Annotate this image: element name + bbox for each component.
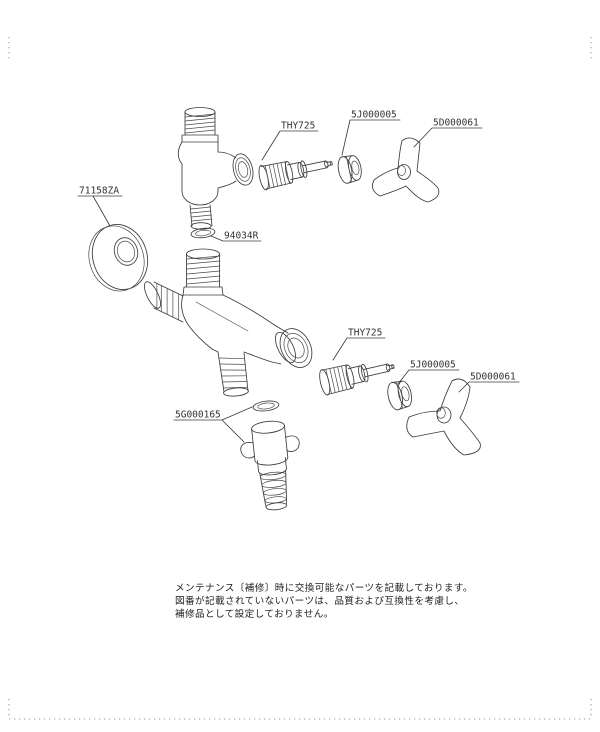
leader-line (77, 195, 123, 227)
part-number-text: THY725 (281, 121, 315, 132)
part-label-94034r: 94034R (210, 231, 262, 242)
part-number-text: 71158ZA (79, 186, 119, 197)
leader-line (173, 406, 253, 443)
leader-line (341, 119, 401, 156)
part-number-text: 94034R (224, 231, 259, 242)
hose-coupling (240, 420, 300, 511)
part-label-5d000061-lower: 5D000061 (458, 372, 520, 393)
part-number-text: THY725 (348, 328, 382, 339)
leader-line (397, 369, 460, 385)
upper-packing-nut (337, 155, 362, 184)
part-label-5g000165: 5G000165 (173, 406, 253, 443)
part-number-text: 5D000061 (470, 372, 516, 383)
upper-spindle-cartridge (258, 160, 333, 191)
part-number-text: 5J000005 (410, 360, 456, 371)
leader-line (458, 381, 520, 393)
leader-line (210, 235, 262, 242)
upper-handle (372, 137, 440, 203)
hose-coupling-washer (252, 400, 280, 412)
part-label-thy725-lower: THY725 (332, 328, 386, 361)
page-border-dots (8, 37, 592, 720)
upper-valve-body (177, 107, 254, 230)
part-label-71158za: 71158ZA (77, 186, 123, 227)
leader-line (413, 127, 483, 148)
part-label-thy725-upper: THY725 (261, 121, 319, 161)
packing-washer-94034r (190, 227, 216, 239)
lower-packing-nut (387, 380, 413, 411)
maintenance-note-line2: 図番が記載されていないパーツは、品質および互換性を考慮し、 (175, 595, 464, 607)
part-label-5j000005-lower: 5J000005 (397, 360, 460, 385)
part-number-text: 5J000005 (351, 110, 397, 121)
part-label-5j000005-upper: 5J000005 (341, 110, 401, 156)
part-number-text: 5D000061 (433, 118, 479, 129)
leader-line (332, 337, 386, 361)
maintenance-note-line1: メンテナンス〔補修〕時に交換可能なパーツを記載しております。 (175, 582, 473, 594)
maintenance-note-line3: 補修品として設定しておりません。 (175, 608, 334, 620)
part-label-5d000061-upper: 5D000061 (413, 118, 483, 148)
lower-handle (406, 378, 481, 456)
maintenance-note: メンテナンス〔補修〕時に交換可能なパーツを記載しております。 図番が記載されてい… (175, 582, 473, 620)
lower-spindle-cartridge (319, 363, 395, 396)
leader-line (261, 130, 319, 161)
part-number-text: 5G000165 (175, 410, 221, 421)
main-valve-body (144, 248, 313, 397)
